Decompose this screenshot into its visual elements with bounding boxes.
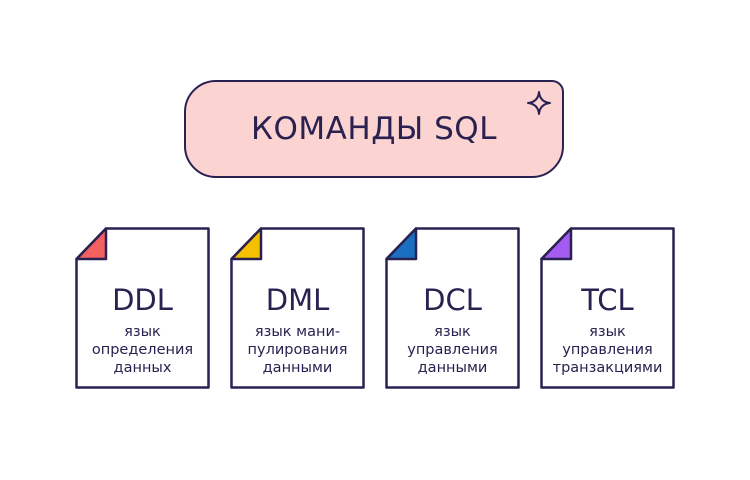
- card-title: DDL: [112, 283, 173, 317]
- document-icon: [230, 227, 365, 389]
- header-title: КОМАНДЫ SQL: [251, 111, 497, 147]
- card-title: DCL: [423, 283, 482, 317]
- description-line: язык: [124, 324, 161, 340]
- description-line: язык мани-: [254, 324, 341, 340]
- card-tcl: TCL язык управления транзакциями: [540, 227, 675, 389]
- card-ddl: DDL язык определения данных: [75, 227, 210, 389]
- document-icon: [75, 227, 210, 389]
- card-dcl: DCL язык управления данными: [385, 227, 520, 389]
- card-description: язык мани-пулирования данными: [230, 323, 365, 377]
- document-icon: [540, 227, 675, 389]
- document-icon: [385, 227, 520, 389]
- sql-commands-header: КОМАНДЫ SQL: [184, 80, 564, 178]
- description-line: язык: [434, 324, 471, 340]
- folded-corner: [385, 227, 418, 261]
- description-line: управления: [407, 342, 498, 358]
- card-description: язык определения данных: [75, 323, 210, 377]
- card-title: TCL: [581, 283, 634, 317]
- description-line: управления: [562, 342, 653, 358]
- description-line: определения: [91, 342, 194, 358]
- description-line: данными: [417, 360, 488, 376]
- folded-corner: [75, 227, 108, 261]
- card-dml: DML язык мани-пулирования данными: [230, 227, 365, 389]
- folded-corner: [230, 227, 263, 261]
- description-line: транзакциями: [552, 360, 663, 376]
- card-description: язык управления транзакциями: [540, 323, 675, 377]
- description-line: язык: [589, 324, 626, 340]
- description-line: данных: [113, 360, 172, 376]
- card-title: DML: [265, 283, 330, 317]
- sparkle-icon: [527, 91, 551, 115]
- description-line: пулирования: [247, 342, 348, 358]
- folded-corner: [540, 227, 573, 261]
- card-description: язык управления данными: [385, 323, 520, 377]
- description-line: данными: [262, 360, 333, 376]
